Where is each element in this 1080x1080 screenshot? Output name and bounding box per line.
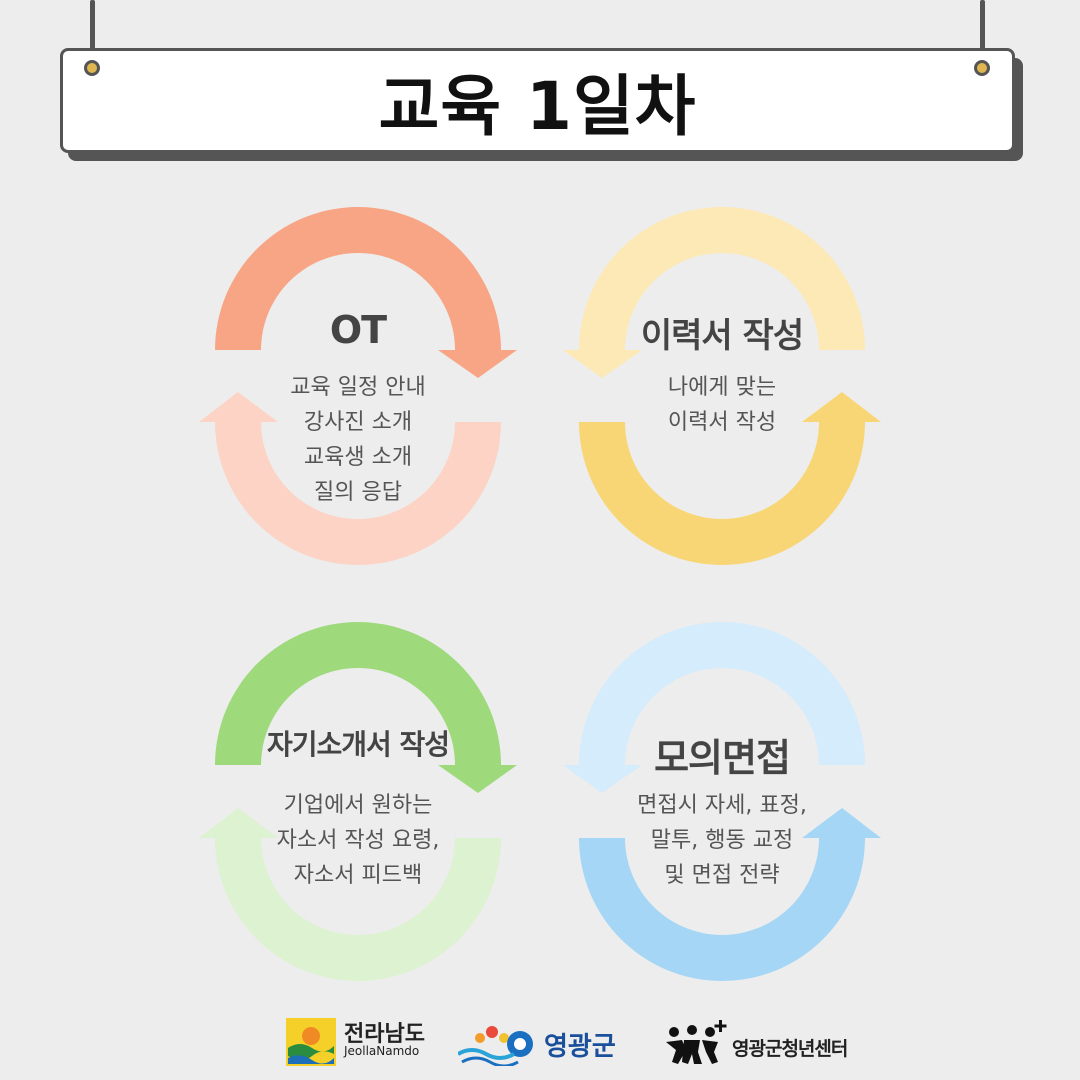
section-desc-resume: 나에게 맞는 이력서 작성 [668, 370, 776, 440]
section-desc-ot: 교육 일정 안내 강사진 소개 교육생 소개 질의 응답 [290, 370, 425, 510]
ot-top-arrow [215, 207, 517, 378]
section-label-ot: OT [329, 308, 387, 352]
desc-line: 교육생 소개 [303, 445, 413, 470]
jeonnam-logo-subtext: JeollaNamdo [344, 1044, 420, 1058]
youth-center-logo-text: 영광군청년센터 [732, 1038, 848, 1060]
title-board: 교육 1일차 [60, 48, 1015, 153]
desc-line: 기업에서 원하는 [283, 793, 433, 818]
desc-line: 질의 응답 [314, 480, 402, 505]
section-desc-mock-interview: 면접시 자세, 표정, 말투, 행동 교정 및 면접 전략 [637, 788, 807, 893]
interview-top-arrow [563, 622, 865, 793]
yeonggwang-logo-icon [458, 1026, 533, 1066]
self-intro-top-arrow [215, 622, 517, 793]
cycle-ot [199, 207, 517, 565]
right-pin-icon [974, 60, 990, 76]
interview-bottom-arrow [579, 808, 881, 981]
right-hanger-string [980, 0, 985, 70]
left-pin-icon [84, 60, 100, 76]
page-title: 교육 1일차 [378, 67, 697, 145]
desc-line: 말투, 행동 교정 [650, 828, 794, 853]
resume-bottom-arrow [579, 392, 881, 565]
desc-line: 이력서 작성 [667, 410, 777, 435]
left-hanger-string [90, 0, 95, 70]
cycle-mock-interview [563, 622, 881, 981]
resume-top-arrow [563, 207, 865, 378]
desc-line: 면접시 자세, 표정, [637, 793, 807, 818]
section-label-self-intro: 자기소개서 작성 [266, 728, 450, 761]
section-label-resume: 이력서 작성 [640, 316, 804, 356]
jeonnam-logo-text: 전라남도 [344, 1022, 425, 1047]
jeonnam-logo-icon [286, 1018, 336, 1066]
yeonggwang-logo-text: 영광군 [544, 1032, 616, 1062]
desc-line: 자소서 작성 요령, [276, 828, 440, 853]
desc-line: 및 면접 전략 [664, 863, 780, 888]
desc-line: 강사진 소개 [303, 410, 413, 435]
desc-line: 나에게 맞는 [667, 375, 777, 400]
desc-line: 자소서 피드백 [293, 863, 423, 888]
section-desc-self-intro: 기업에서 원하는 자소서 작성 요령, 자소서 피드백 [277, 788, 440, 893]
desc-line: 교육 일정 안내 [290, 375, 426, 400]
footer-logos: 전라남도 JeollaNamdo 영광군 영광군청년센터 [0, 1010, 1080, 1070]
ot-bottom-arrow [199, 392, 501, 565]
self-intro-bottom-arrow [199, 808, 501, 981]
cycle-self-intro [199, 622, 517, 981]
youth-center-logo-icon [666, 1020, 727, 1064]
cycle-resume [563, 207, 881, 565]
section-label-mock-interview: 모의면접 [654, 736, 791, 780]
